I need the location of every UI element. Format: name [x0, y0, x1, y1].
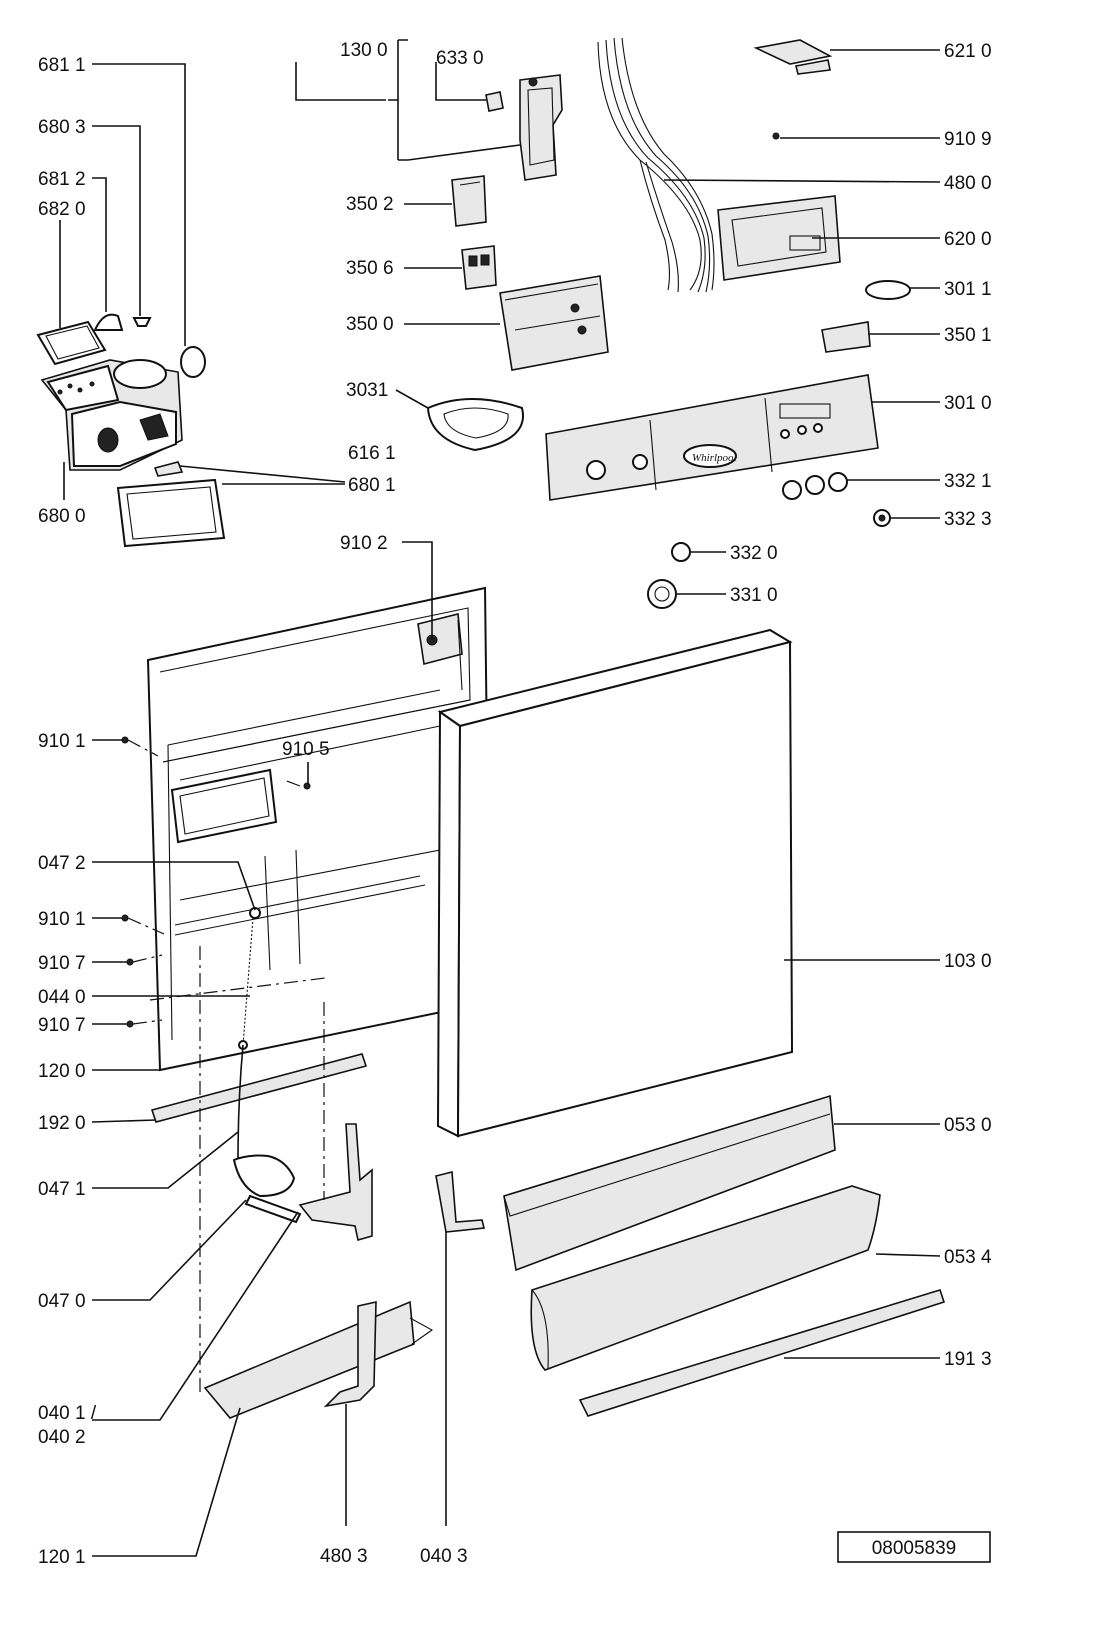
lever-part — [93, 313, 124, 331]
label-047-2: 047 2 — [38, 853, 86, 874]
holder-part — [821, 321, 871, 353]
label-682-0: 682 0 — [38, 199, 86, 220]
drawing-number: 08005839 — [872, 1538, 957, 1559]
label-047-0: 047 0 — [38, 1291, 86, 1312]
kick-strip-part — [578, 1289, 946, 1417]
label-053-4: 053 4 — [944, 1247, 992, 1268]
base-plate-part — [203, 1300, 415, 1419]
label-103-0: 103 0 — [944, 951, 992, 972]
label-910-7-b: 910 7 — [38, 1015, 86, 1036]
ring-button-part — [647, 579, 677, 609]
knob-part — [782, 480, 802, 500]
latch-body-part — [519, 74, 563, 181]
switch-part — [451, 175, 487, 227]
label-910-5: 910 5 — [282, 739, 330, 760]
label-040-1: 040 1 / — [38, 1403, 97, 1424]
label-620-0: 620 0 — [944, 229, 992, 250]
label-680-3: 680 3 — [38, 117, 86, 138]
label-332-0: 332 0 — [730, 543, 778, 564]
label-301-1: 301 1 — [944, 279, 992, 300]
switch-2-part — [461, 245, 497, 290]
control-panel-part — [545, 374, 879, 501]
label-616-1: 616 1 — [348, 443, 396, 464]
label-120-0: 120 0 — [38, 1061, 86, 1082]
spring-part — [132, 317, 152, 327]
screw-910-7-a — [126, 958, 134, 966]
label-040-3: 040 3 — [420, 1546, 468, 1567]
side-bracket-part — [435, 1170, 485, 1233]
kickplate-bracket-part — [503, 1094, 836, 1272]
label-3031: 3031 — [346, 380, 388, 401]
label-350-1: 350 1 — [944, 325, 992, 346]
label-350-6: 350 6 — [346, 258, 394, 279]
bracket-part — [717, 195, 841, 281]
label-332-3: 332 3 — [944, 509, 992, 530]
screw-910-5 — [303, 782, 311, 790]
label-192-0: 192 0 — [38, 1113, 86, 1134]
label-633-0: 633 0 — [436, 48, 484, 69]
connector-part — [753, 39, 833, 65]
label-680-0: 680 0 — [38, 506, 86, 527]
label-044-0: 044 0 — [38, 987, 86, 1008]
wiring-harness-part — [597, 37, 715, 293]
part-labels: 681 1 680 3 681 2 682 0 680 0 616 1 130 … — [38, 40, 992, 1568]
latch-control-group — [388, 39, 609, 452]
ring-holder-part — [426, 398, 524, 452]
screw-part — [772, 132, 780, 140]
label-120-1: 120 1 — [38, 1547, 86, 1568]
hinge-bracket-part — [298, 1123, 373, 1242]
button-part — [671, 542, 691, 562]
dispenser-group — [36, 313, 226, 548]
kickplate-cover-part — [530, 1185, 881, 1371]
label-910-7-a: 910 7 — [38, 953, 86, 974]
latch-clip-part — [485, 91, 504, 112]
oval-cap-part — [865, 280, 911, 300]
label-332-1: 332 1 — [944, 471, 992, 492]
label-130-0: 130 0 — [340, 40, 388, 61]
cable-bracket-part — [323, 1300, 377, 1408]
label-301-0: 301 0 — [944, 393, 992, 414]
label-681-2: 681 2 — [38, 169, 86, 190]
label-621-0: 621 0 — [944, 41, 992, 62]
circuit-board-part — [499, 275, 609, 371]
frame-gasket-part — [116, 478, 226, 548]
hinge-part — [232, 1154, 296, 1198]
label-681-1: 681 1 — [38, 55, 86, 76]
inner-door-group — [121, 586, 492, 1419]
label-040-2: 040 2 — [38, 1427, 86, 1448]
seal-ring-part — [180, 346, 206, 378]
leader-lines — [59, 49, 941, 1557]
hinge-plate-part — [417, 612, 463, 666]
screw-910-1-a — [121, 736, 129, 744]
label-910-9: 910 9 — [944, 129, 992, 150]
label-480-0: 480 0 — [944, 173, 992, 194]
panel-brand-text: Whirlpool — [692, 452, 737, 464]
label-350-2: 350 2 — [346, 194, 394, 215]
screw-910-7-b — [126, 1020, 134, 1028]
drawing-number-box: 08005839 — [837, 1531, 991, 1563]
clip-part — [153, 461, 184, 477]
label-910-1-a: 910 1 — [38, 731, 86, 752]
label-910-1-b: 910 1 — [38, 909, 86, 930]
label-350-0: 350 0 — [346, 314, 394, 335]
strip-part — [150, 1053, 368, 1123]
label-053-0: 053 0 — [944, 1115, 992, 1136]
label-480-3: 480 3 — [320, 1546, 368, 1567]
panel-group: Whirlpool — [545, 37, 911, 609]
outer-door-panel-part — [456, 640, 794, 1138]
outer-door-group — [436, 628, 946, 1417]
label-910-2: 910 2 — [340, 533, 388, 554]
screw-910-1-b — [121, 914, 129, 922]
label-331-0: 331 0 — [730, 585, 778, 606]
label-047-1: 047 1 — [38, 1179, 86, 1200]
label-191-3: 191 3 — [944, 1349, 992, 1370]
label-680-1-visible: 680 1 — [348, 475, 396, 496]
